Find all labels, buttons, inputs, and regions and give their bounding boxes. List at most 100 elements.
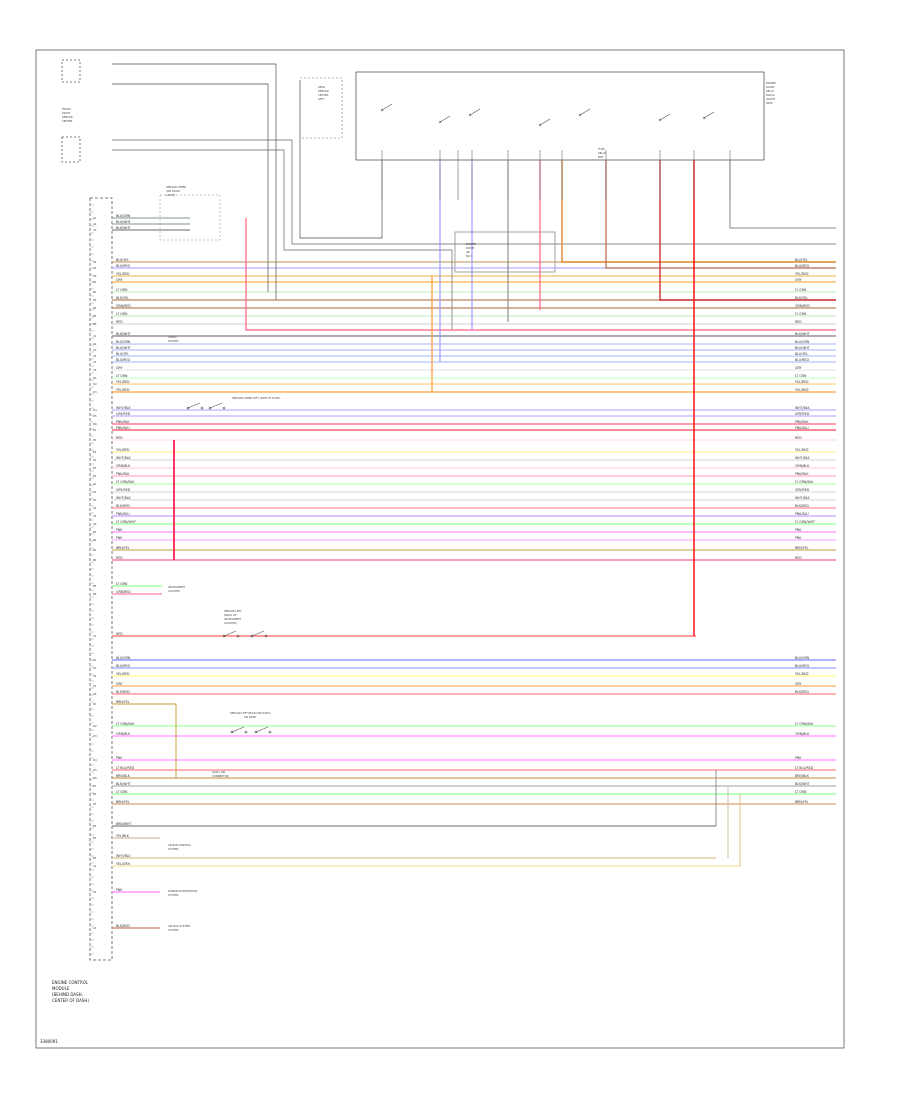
svg-text:INSTRUMENT: INSTRUMENT	[168, 585, 185, 589]
pin-label: A3	[93, 926, 97, 930]
wire-label-right: LT GRN	[795, 288, 807, 292]
wire-label-right: PNK/BLK	[795, 420, 809, 424]
wire-label-right: GRY	[795, 366, 801, 370]
svg-text:ON DASH: ON DASH	[244, 715, 256, 719]
wire-label-left: LT GRN	[116, 790, 128, 794]
wire-label-left: PNK	[116, 528, 123, 532]
pin-label: E3	[93, 450, 97, 454]
wire-label-left: PNK/BLK	[116, 420, 130, 424]
pin-label: A2	[93, 490, 97, 494]
pin-label: E5	[93, 466, 97, 470]
relay-contact	[579, 108, 591, 116]
wire-label-left: GRN/RED	[116, 590, 131, 594]
wire-label-right: BLU/RED	[795, 358, 809, 362]
svg-text:CLUSTER): CLUSTER)	[224, 621, 237, 625]
pin-label: D3	[93, 390, 97, 394]
wire-label-left: BLU/WHT	[116, 346, 131, 350]
wire-label-right: WHT/BLK	[795, 456, 811, 460]
route-wire	[245, 218, 836, 331]
ref-air-bag: AIR BAG SYSTEM SYSTEM	[168, 924, 190, 932]
svg-text:CRUISE CONTROL: CRUISE CONTROL	[168, 843, 192, 847]
pin-label: C2	[93, 658, 97, 662]
wire-label-right: BRN/YEL	[795, 546, 809, 550]
wire-label-left: WHT/BLK	[116, 496, 132, 500]
pin-label: D2	[93, 724, 97, 728]
wire-label-left: BLU/YEL	[116, 258, 129, 262]
connector-top-left-2	[61, 136, 81, 163]
wire-label-left: YEL/RED	[116, 380, 130, 384]
pin-label: C2	[93, 342, 97, 346]
pin-label: B5	[93, 584, 97, 588]
route-wire	[729, 160, 836, 229]
pin-label: A3	[93, 498, 97, 502]
pin-label: A6	[93, 522, 97, 526]
pin-label: C5	[93, 684, 97, 688]
pin-label: B1	[93, 280, 97, 284]
pin-label: B3	[93, 298, 97, 302]
ecm-pin-ticks	[90, 204, 94, 955]
relay-contact	[659, 113, 671, 121]
svg-text:SYSTEM: SYSTEM	[168, 847, 178, 851]
svg-text:SENSOR: SENSOR	[318, 89, 329, 93]
wire-label-left: ORN/BLK	[116, 732, 131, 736]
fuse-relay-box-label: FUSE RELAY BOX	[598, 147, 607, 159]
svg-text:(RIGHT: (RIGHT	[766, 97, 776, 101]
svg-text:CLUSTER: CLUSTER	[168, 589, 180, 593]
wire-label-left: YEL/RED	[116, 448, 130, 452]
wire-label-right: PNK	[795, 536, 802, 540]
wire-label-right: LT GRN/BLK	[795, 722, 814, 726]
sensor-upper-left-box	[159, 194, 221, 241]
wire-label-right: GRY/RED	[795, 412, 810, 416]
svg-text:RIGHT: RIGHT	[62, 111, 71, 115]
pin-label: C4	[93, 354, 97, 358]
svg-text:LATCH): LATCH)	[166, 193, 175, 197]
wire-label-left: YEL/RED	[116, 388, 130, 392]
svg-text:SENSOR UPPER: SENSOR UPPER	[166, 185, 186, 189]
pin-label: A1	[93, 864, 97, 868]
wire-label-left: LT GRN/WHT	[116, 520, 136, 524]
wire-label-right: BRN/BLK	[795, 774, 810, 778]
svg-text:FUSE: FUSE	[598, 147, 605, 151]
svg-text:RELAY: RELAY	[766, 89, 775, 93]
wire-label-right: ORN/BLK	[795, 464, 810, 468]
wire-label-right: GRN/RED	[795, 304, 810, 308]
wire-label-left: GRY/RED	[116, 488, 131, 492]
pin-label: E1	[93, 784, 97, 788]
wire-label-left: GRY	[116, 682, 122, 686]
wire-label-left: LT GRN	[116, 288, 128, 292]
pin-label: E4	[93, 824, 97, 828]
pin-label: E1	[93, 428, 97, 432]
relay-contact	[381, 103, 393, 111]
wire-label-left: BRN/YEL	[116, 800, 130, 804]
svg-text:ROOM: ROOM	[766, 85, 774, 89]
footer-code: 3380091	[40, 1039, 58, 1044]
pin-label: B6	[93, 592, 97, 596]
wire-label-right: BLU/RED	[795, 664, 809, 668]
relay-terminal	[468, 113, 472, 117]
svg-text:J/B: J/B	[465, 250, 470, 254]
wire-label-right: RED	[795, 556, 802, 560]
pin-label: C4	[93, 674, 97, 678]
engine-control-module-box	[89, 197, 113, 961]
pin-label: D1	[93, 702, 97, 706]
svg-text:INSTRUMENT: INSTRUMENT	[224, 617, 241, 621]
wire-label-left: YEL/RED	[116, 672, 130, 676]
svg-text:FRONT: FRONT	[62, 107, 71, 111]
wire-label-right: BLU/GRN	[795, 340, 810, 344]
wire-label-left: RED	[116, 632, 123, 636]
wire-group	[112, 217, 836, 929]
wire-label-right: YEL/RED	[795, 272, 809, 276]
wire-label-left: PNK	[116, 756, 123, 760]
svg-text:SENSOR LEFT REAR (ON DASH): SENSOR LEFT REAR (ON DASH)	[230, 711, 270, 715]
pin-label: E6	[93, 474, 97, 478]
wire-label-left: BLK/RED	[116, 504, 130, 508]
wire-label-right: LT GRN	[795, 312, 807, 316]
pin-label: D1	[93, 376, 97, 380]
wire-label-left: WHT/BLU	[116, 854, 131, 858]
pin-label: C6	[93, 368, 97, 372]
pin-label: A2	[93, 222, 97, 226]
svg-text:SENSOR LEFT: SENSOR LEFT	[224, 609, 242, 613]
wire-label-right: BLK/RED	[795, 690, 809, 694]
svg-text:REAR: REAR	[318, 85, 325, 89]
ref-power-dist: POWER DISTRIBUTION SYSTEM	[168, 889, 197, 897]
